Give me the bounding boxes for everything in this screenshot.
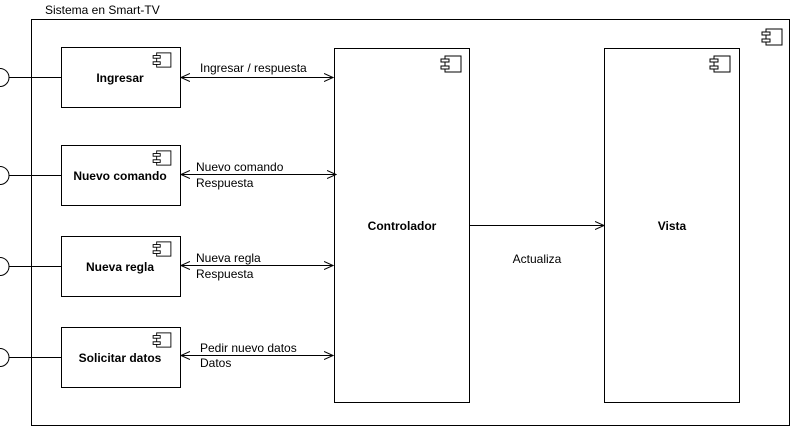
- connector-label: Respuesta: [196, 176, 254, 190]
- component-label: Solicitar datos: [79, 351, 162, 365]
- component-ingresar[interactable]: Ingresar: [0, 47, 181, 108]
- connector-label: Actualiza: [513, 252, 562, 266]
- component-nuevo-comando[interactable]: Nuevo comando: [0, 145, 181, 206]
- provided-interface-icon: [0, 68, 10, 87]
- provided-interface-icon: [0, 257, 10, 276]
- connector-label: Pedir nuevo datos: [200, 341, 297, 355]
- connector-label: Ingresar / respuesta: [200, 61, 307, 75]
- component-label: Nuevo comando: [73, 169, 166, 183]
- connector-label: Datos: [200, 356, 231, 370]
- component-label: Vista: [658, 219, 687, 233]
- component-controlador[interactable]: Controlador: [334, 48, 470, 403]
- component-label: Nueva regla: [86, 260, 154, 274]
- provided-interface-icon: [0, 348, 10, 367]
- component-label: Controlador: [368, 219, 437, 233]
- component-solicitar-datos[interactable]: Solicitar datos: [0, 327, 181, 388]
- component-label: Ingresar: [96, 71, 144, 85]
- component-nueva-regla[interactable]: Nueva regla: [0, 236, 181, 297]
- provided-interface-icon: [0, 166, 10, 185]
- system-title: Sistema en Smart-TV: [45, 3, 160, 17]
- connector-label: Nueva regla: [196, 251, 261, 265]
- connector-label: Nuevo comando: [196, 160, 284, 174]
- connector-label: Respuesta: [196, 267, 254, 281]
- component-vista[interactable]: Vista: [604, 48, 740, 403]
